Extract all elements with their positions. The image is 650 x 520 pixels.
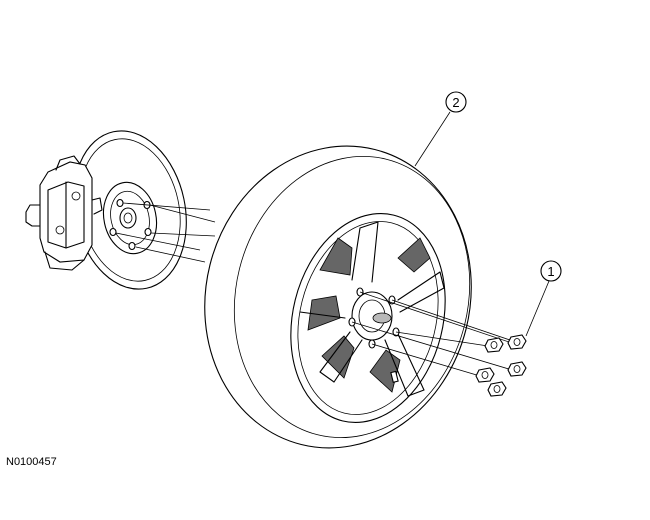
callout-1-number: 1 [547,264,554,279]
brand-emblem [372,312,392,324]
brake-caliper [25,155,103,271]
callout-1: 1 [525,260,562,337]
stud-alignment-lines [115,202,216,263]
lug-nut [475,367,495,383]
callout-2-number: 2 [452,95,459,110]
lug-nut [507,334,527,350]
brake-assembly [25,130,216,290]
lug-nut [507,361,527,377]
alloy-rim [290,213,446,423]
lug-nut-alignment-lines [351,291,516,377]
callout-2: 2 [414,91,467,167]
figure-id: N0100457 [6,456,57,468]
lug-nut [484,337,504,353]
valve-stem [390,370,399,384]
lug-nuts [475,334,527,397]
wheel-and-tire [204,145,472,449]
lug-nut [487,381,507,397]
